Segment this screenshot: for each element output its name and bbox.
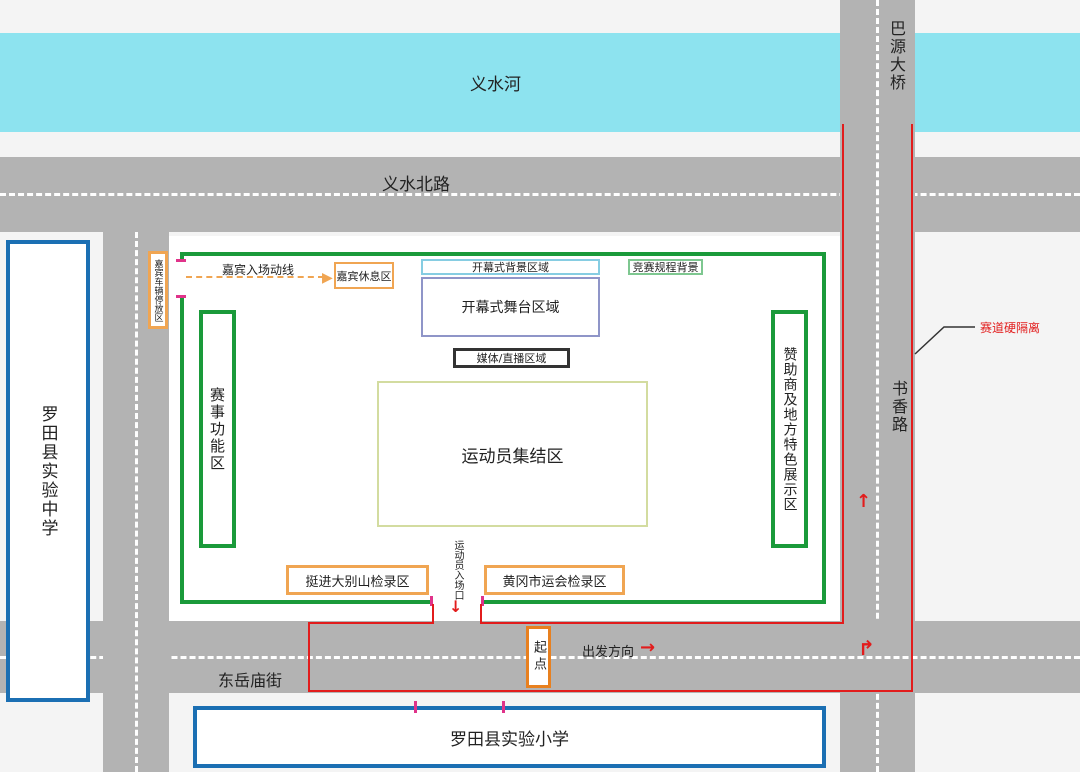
opening-stage: 开幕式舞台区域 <box>421 277 600 337</box>
guest-route-line <box>186 276 324 278</box>
primary-school-gate-right <box>502 701 505 713</box>
entrance-marker-left <box>430 596 433 606</box>
route-top-left <box>308 622 434 624</box>
guest-parking-label: 嘉宾车辆停放区 <box>152 258 163 322</box>
guest-route-arrow-icon: ▶ <box>322 270 333 286</box>
east-road-centerline <box>876 0 879 772</box>
event-function-zone: 赛事功能区 <box>199 310 236 548</box>
guest-entry-marker-bottom <box>176 295 186 298</box>
turn-up-arrow-icon: ↱ <box>858 636 875 660</box>
route-east-outer <box>911 124 913 692</box>
route-east-inner <box>842 124 844 624</box>
river-label: 义水河 <box>470 75 521 95</box>
route-up-arrow-icon: ↑ <box>856 491 872 512</box>
opening-stage-label: 开幕式舞台区域 <box>461 300 560 316</box>
media-zone-label: 媒体/直播区域 <box>476 352 547 365</box>
athlete-entrance-label: 运动员入场口 <box>452 540 463 600</box>
start-label: 起点 <box>531 640 546 674</box>
entrance-marker-right <box>481 596 484 606</box>
route-left-end <box>308 622 310 692</box>
start-point: 起点 <box>526 626 551 688</box>
rules-backdrop-label: 竞赛规程背景 <box>632 261 699 274</box>
entrance-down-arrow-icon: ↓ <box>449 597 463 616</box>
opening-backdrop-label: 开幕式背景区域 <box>472 261 549 274</box>
guest-route-label: 嘉宾入场动线 <box>222 263 295 277</box>
direction-label: 出发方向 <box>582 645 635 660</box>
primary-school-label: 罗田县实验小学 <box>450 729 569 750</box>
sponsor-zone-label: 赞助商及地方特色展示区 <box>781 346 798 512</box>
guest-entry-gap <box>178 262 186 296</box>
east-road-label: 书香路 <box>889 380 908 434</box>
middle-school-label: 罗田县实验中学 <box>37 404 58 538</box>
assembly-zone-label: 运动员集结区 <box>461 446 564 467</box>
south-street-label: 东岳庙街 <box>218 671 283 690</box>
media-zone: 媒体/直播区域 <box>453 348 570 368</box>
hard-barrier-label: 赛道硬隔离 <box>980 321 1041 335</box>
route-entrance-right <box>480 604 482 623</box>
checkin-dabie-label: 挺进大别山检录区 <box>305 574 410 590</box>
route-entrance-left <box>432 604 434 623</box>
venue-boundary <box>180 252 826 604</box>
venue-boundary-bottom-left <box>180 600 432 604</box>
checkin-huanggang-label: 黄冈市运会检录区 <box>502 574 607 590</box>
checkin-dabie: 挺进大别山检录区 <box>286 565 429 595</box>
west-road-centerline <box>135 232 138 772</box>
venue-boundary-bottom-right <box>483 600 826 604</box>
bridge-label: 巴源大桥 <box>887 20 906 92</box>
north-road-label: 义水北路 <box>382 175 450 195</box>
rules-backdrop: 竞赛规程背景 <box>628 259 703 275</box>
primary-school: 罗田县实验小学 <box>193 706 826 768</box>
direction-right-arrow-icon: → <box>640 637 656 658</box>
guest-lounge-label: 嘉宾休息区 <box>336 269 392 283</box>
guest-parking: 嘉宾车辆停放区 <box>148 251 168 329</box>
opening-backdrop: 开幕式背景区域 <box>421 259 600 275</box>
sponsor-zone: 赞助商及地方特色展示区 <box>771 310 808 548</box>
north-road-centerline <box>0 193 1080 196</box>
assembly-zone: 运动员集结区 <box>377 381 648 527</box>
middle-school: 罗田县实验中学 <box>6 240 90 702</box>
guest-entry-marker-top <box>176 259 186 262</box>
guest-lounge: 嘉宾休息区 <box>334 262 394 289</box>
event-function-label: 赛事功能区 <box>208 386 226 472</box>
checkin-huanggang: 黄冈市运会检录区 <box>484 565 625 595</box>
route-bottom <box>308 690 913 692</box>
route-top-right <box>480 622 842 624</box>
primary-school-gate-left <box>414 701 417 713</box>
